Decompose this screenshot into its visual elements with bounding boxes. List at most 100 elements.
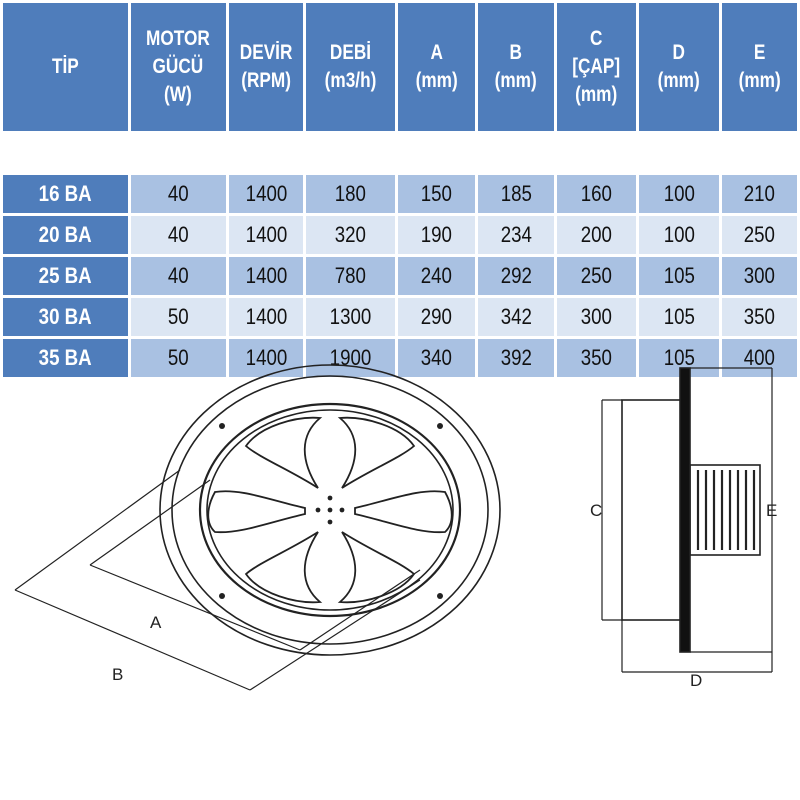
dim-ext-b-left bbox=[14, 469, 181, 591]
grille-slots bbox=[696, 470, 756, 550]
table-cell: 1300 bbox=[306, 298, 395, 336]
mount-hole bbox=[219, 423, 225, 429]
hub-dot bbox=[327, 495, 333, 501]
model-cell: 20 BA bbox=[3, 216, 128, 254]
table-row: 35 BA 50 1400 1900 340 392 350 105 400 bbox=[3, 339, 797, 377]
dimension-lines-side bbox=[601, 367, 773, 673]
table-cell: 105 bbox=[638, 339, 720, 377]
header-a: A (mm) bbox=[397, 3, 475, 131]
table-cell: 40 bbox=[130, 175, 226, 213]
dim-ext-b-right bbox=[249, 579, 421, 691]
mount-hole bbox=[437, 593, 443, 599]
table-cell: 210 bbox=[722, 175, 797, 213]
table-cell: 150 bbox=[397, 175, 475, 213]
blade-top-right bbox=[337, 416, 416, 489]
table-cell: 250 bbox=[557, 257, 636, 295]
table-cell: 320 bbox=[306, 216, 395, 254]
table-cell: 100 bbox=[638, 216, 720, 254]
model-cell: 35 BA bbox=[3, 339, 128, 377]
table-cell: 100 bbox=[638, 175, 720, 213]
table-cell: 40 bbox=[130, 257, 226, 295]
mount-hole bbox=[219, 593, 225, 599]
dim-label-d: D bbox=[690, 671, 702, 690]
table-cell: 1400 bbox=[228, 216, 304, 254]
blade-bottom-left bbox=[244, 531, 323, 604]
table-cell: 780 bbox=[306, 257, 395, 295]
table-cell: 185 bbox=[477, 175, 555, 213]
dim-line-b bbox=[14, 589, 251, 691]
dim-label-c: C bbox=[590, 501, 602, 520]
header-speed: DEVİR (RPM) bbox=[228, 3, 304, 131]
dim-line-a bbox=[89, 564, 301, 651]
table-row: 20 BA 40 1400 320 190 234 200 100 250 bbox=[3, 216, 797, 254]
mount-hole bbox=[437, 423, 443, 429]
table-cell: 290 bbox=[397, 298, 475, 336]
table-cell: 300 bbox=[557, 298, 636, 336]
table-cell: 105 bbox=[638, 257, 720, 295]
outer-ring-inner-edge bbox=[171, 375, 489, 645]
center-hub-dots bbox=[315, 495, 345, 525]
inner-ring-edge bbox=[206, 409, 454, 611]
table-cell: 392 bbox=[477, 339, 555, 377]
dim-label-b: B bbox=[112, 665, 123, 684]
hub-dot bbox=[315, 507, 321, 513]
hub-dot bbox=[339, 507, 345, 513]
spacer-cell bbox=[3, 134, 797, 172]
housing-body bbox=[621, 399, 683, 621]
inner-ring bbox=[198, 402, 462, 618]
header-airflow: DEBİ (m3/h) bbox=[306, 3, 395, 131]
motor-grille bbox=[689, 464, 761, 556]
technical-drawing: A B C E D bbox=[14, 364, 777, 691]
header-c: C [ÇAP] (mm) bbox=[557, 3, 636, 131]
table-cell: 292 bbox=[477, 257, 555, 295]
dimension-lines-front bbox=[14, 469, 421, 691]
fan-side-view bbox=[601, 367, 773, 673]
table-row: 16 BA 40 1400 180 150 185 160 100 210 bbox=[3, 175, 797, 213]
spec-table: TİP MOTOR GÜCÜ (W) DEVİR (RPM) DEBİ (m3/… bbox=[0, 0, 800, 380]
header-tip: TİP bbox=[3, 3, 128, 131]
mounting-holes bbox=[219, 423, 443, 599]
table-cell: 190 bbox=[397, 216, 475, 254]
header-spacer bbox=[3, 134, 797, 172]
front-plate bbox=[679, 367, 691, 653]
table-cell: 250 bbox=[722, 216, 797, 254]
table-cell: 200 bbox=[557, 216, 636, 254]
table-cell: 342 bbox=[477, 298, 555, 336]
table-row: 30 BA 50 1400 1300 290 342 300 105 350 bbox=[3, 298, 797, 336]
outer-ring bbox=[159, 364, 501, 656]
hub-dot bbox=[327, 519, 333, 525]
fan-front-view bbox=[14, 364, 501, 691]
hub-dot bbox=[327, 507, 333, 513]
table-cell: 340 bbox=[397, 339, 475, 377]
header-e: E (mm) bbox=[722, 3, 797, 131]
dim-ext-a-left bbox=[89, 479, 211, 566]
header-motor-power: MOTOR GÜCÜ (W) bbox=[130, 3, 226, 131]
table-cell: 300 bbox=[722, 257, 797, 295]
fan-blades bbox=[207, 416, 453, 604]
model-cell: 16 BA bbox=[3, 175, 128, 213]
model-cell: 30 BA bbox=[3, 298, 128, 336]
table-cell: 350 bbox=[557, 339, 636, 377]
table-cell: 400 bbox=[722, 339, 797, 377]
table-cell: 240 bbox=[397, 257, 475, 295]
table-row: 25 BA 40 1400 780 240 292 250 105 300 bbox=[3, 257, 797, 295]
dim-ext-a-right bbox=[299, 569, 421, 651]
table-cell: 1400 bbox=[228, 298, 304, 336]
blade-right bbox=[354, 490, 453, 534]
table-cell: 1400 bbox=[228, 175, 304, 213]
blade-top-left bbox=[244, 416, 323, 489]
dim-label-e: E bbox=[766, 501, 777, 520]
table-cell: 1400 bbox=[228, 257, 304, 295]
table-cell: 105 bbox=[638, 298, 720, 336]
header-b: B (mm) bbox=[477, 3, 555, 131]
table-cell: 50 bbox=[130, 298, 226, 336]
table-cell: 50 bbox=[130, 339, 226, 377]
table-cell: 160 bbox=[557, 175, 636, 213]
table-cell: 180 bbox=[306, 175, 395, 213]
dim-label-a: A bbox=[150, 613, 162, 632]
model-cell: 25 BA bbox=[3, 257, 128, 295]
header-d: D (mm) bbox=[638, 3, 720, 131]
header-row: TİP MOTOR GÜCÜ (W) DEVİR (RPM) DEBİ (m3/… bbox=[3, 3, 797, 131]
table-cell: 234 bbox=[477, 216, 555, 254]
blade-left bbox=[207, 490, 306, 534]
